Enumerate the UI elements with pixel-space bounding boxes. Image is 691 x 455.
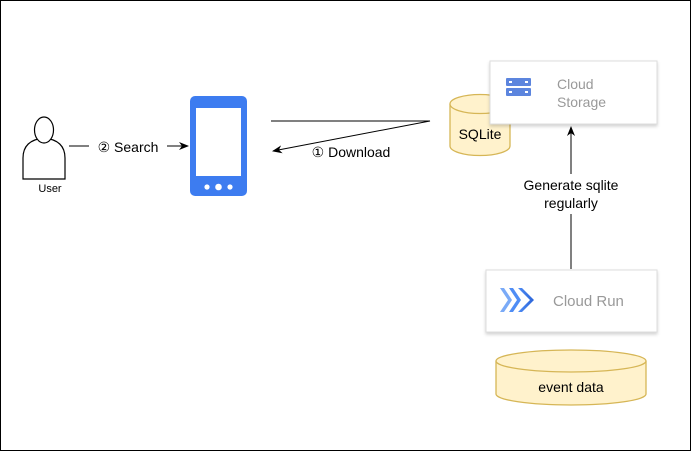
sqlite-label: SQLite: [459, 126, 502, 142]
cloud-run-icon: [500, 288, 534, 312]
smartphone-icon: [190, 96, 247, 196]
download-edge[interactable]: ① Download: [271, 120, 431, 160]
cloud-storage-node[interactable]: Cloud Storage: [489, 60, 658, 125]
user-label: User: [38, 183, 62, 195]
cloud-run-label: Cloud Run: [553, 293, 624, 310]
cloud-storage-icon: [506, 78, 531, 96]
download-label: ① Download: [312, 144, 391, 160]
event-data-label: event data: [538, 379, 604, 395]
smartphone[interactable]: [190, 96, 247, 196]
cloud-storage-label-line2: Storage: [557, 94, 606, 110]
generate-edge[interactable]: Generate sqlite regularly: [511, 126, 635, 269]
user-actor[interactable]: User: [22, 116, 66, 195]
generate-label-line1: Generate sqlite: [524, 177, 619, 193]
user-icon: [22, 116, 66, 180]
search-label: ② Search: [98, 139, 159, 155]
cloud-run-node[interactable]: Cloud Run: [485, 269, 658, 333]
event-data-database[interactable]: event data: [495, 349, 647, 406]
generate-label-line2: regularly: [544, 195, 598, 211]
search-edge[interactable]: ② Search: [69, 137, 189, 155]
cloud-storage-label-line1: Cloud: [557, 76, 594, 92]
